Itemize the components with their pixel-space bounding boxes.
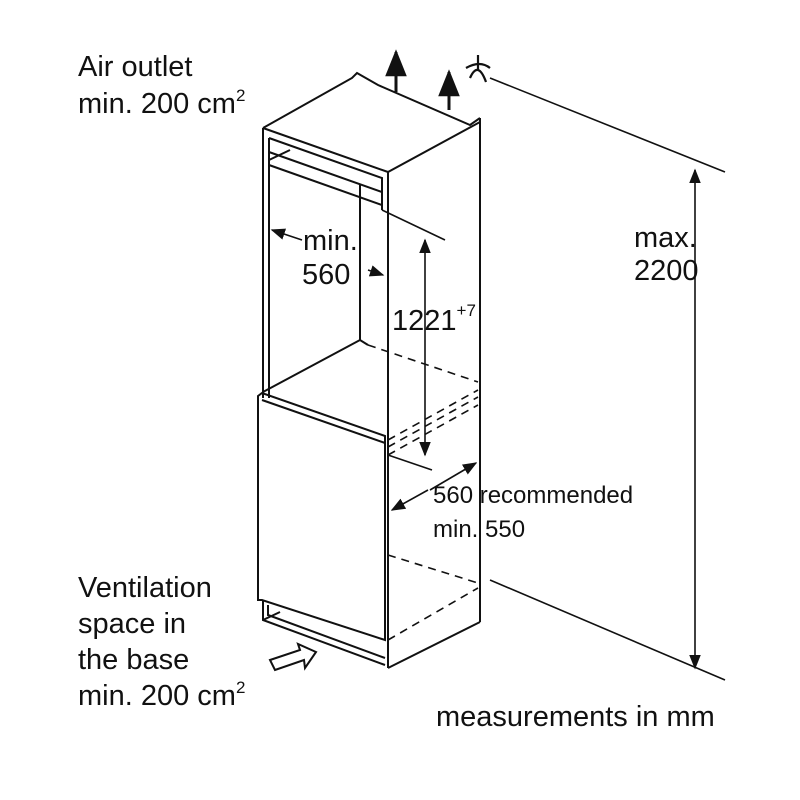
depth-recommended-label: 560 recommended xyxy=(433,482,633,509)
air-outlet-value: min. 200 cm2 xyxy=(78,86,245,120)
units-note: measurements in mm xyxy=(436,701,715,733)
max-height-value: 2200 xyxy=(634,255,699,287)
ventilation-arrow-icon xyxy=(268,642,318,672)
max-height-label: max. xyxy=(634,222,697,254)
dimension-lines xyxy=(270,49,726,681)
ceiling-symbol-icon xyxy=(465,55,491,83)
ventilation-value: min. 200 cm2 xyxy=(78,678,245,712)
niche-width-label: min. xyxy=(303,225,358,257)
depth-min-label: min. 550 xyxy=(433,516,525,543)
air-outlet-label: Air outlet xyxy=(78,51,192,83)
niche-width-value: 560 xyxy=(302,259,350,291)
ventilation-label-3: the base xyxy=(78,644,189,676)
ventilation-label-2: space in xyxy=(78,608,186,640)
niche-height-value: 1221+7 xyxy=(392,301,476,337)
cabinet-outline xyxy=(257,71,481,669)
ventilation-label-1: Ventilation xyxy=(78,572,212,604)
